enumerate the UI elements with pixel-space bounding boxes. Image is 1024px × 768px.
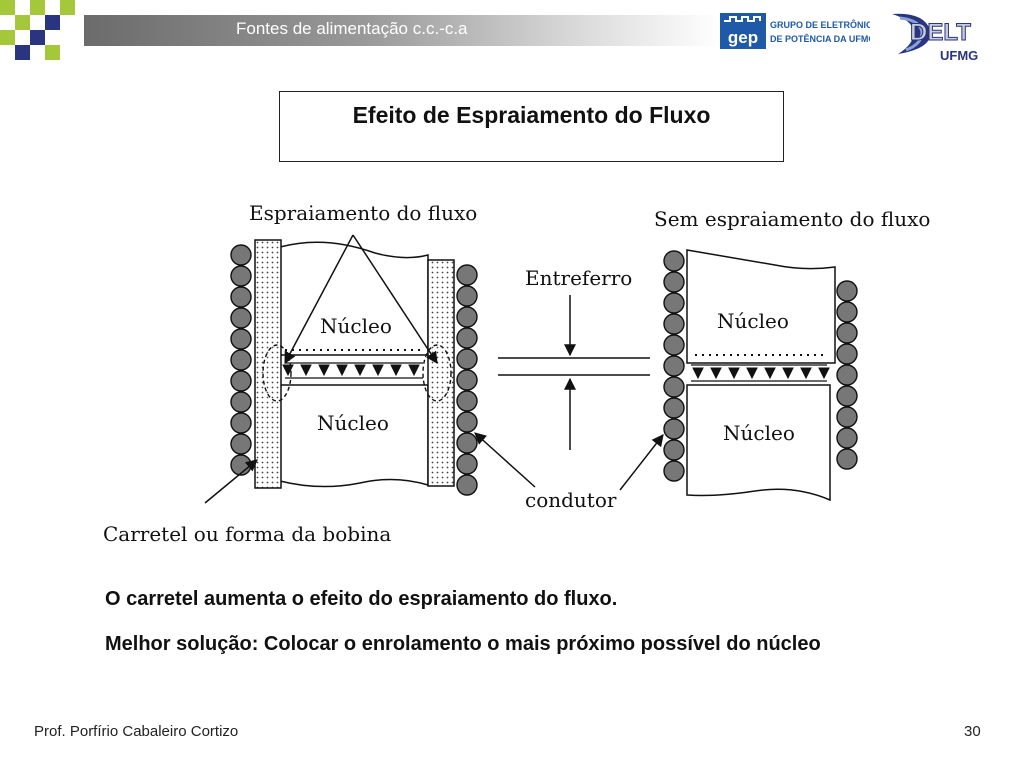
carretel-label: Carretel ou forma da bobina (103, 522, 391, 546)
gep-logo-mark: gep (728, 28, 758, 47)
header-bar (84, 15, 720, 46)
footer-author: Prof. Porfírio Cabaleiro Cortizo (34, 723, 239, 740)
body-line-1: O carretel aumenta o efeito do espraiame… (105, 588, 618, 610)
body-line-2: Melhor solução: Colocar o enrolamento o … (105, 633, 821, 655)
left-flux-arrows (262, 344, 452, 402)
page-number: 30 (964, 723, 981, 740)
entreferro-label: Entreferro (525, 266, 632, 290)
right-flux-arrows (691, 354, 830, 382)
flux-fringing-diagram: Espraiamento do fluxo Sem espraiamento d… (103, 201, 930, 546)
label-right: Sem espraiamento do fluxo (654, 207, 930, 231)
gep-logo-line2: DE POTÊNCIA DA UFMG (770, 33, 870, 44)
checker-decoration (0, 0, 75, 60)
nucleo-right-bottom: Núcleo (723, 421, 795, 445)
right-conductors-inner (836, 280, 858, 470)
header-title: Fontes de alimentação c.c.-c.a (236, 19, 468, 38)
left-conductors-outer (230, 244, 252, 476)
nucleo-left-bottom: Núcleo (317, 411, 389, 435)
left-assembly: Núcleo Núcleo (204, 234, 478, 504)
right-assembly: Núcleo Núcleo (663, 249, 858, 502)
gep-logo: gep GRUPO DE ELETRÔNICA DE POTÊNCIA DA U… (720, 13, 870, 49)
condutor-label: condutor (525, 488, 617, 512)
delt-logo-mark: DELT (910, 19, 971, 46)
nucleo-left-top: Núcleo (320, 314, 392, 338)
nucleo-right-top: Núcleo (717, 309, 789, 333)
entreferro-indicator: Entreferro (498, 266, 650, 450)
delt-logo-sub: UFMG (940, 48, 978, 63)
slide-title: Efeito de Espraiamento do Fluxo (352, 102, 711, 128)
gep-logo-line1: GRUPO DE ELETRÔNICA (770, 19, 870, 30)
left-conductors-inner (456, 264, 478, 496)
label-left: Espraiamento do fluxo (249, 201, 477, 225)
title-box: Efeito de Espraiamento do Fluxo (279, 91, 784, 162)
delt-logo: DELT UFMG (892, 13, 978, 63)
right-conductors-outer (663, 250, 685, 482)
